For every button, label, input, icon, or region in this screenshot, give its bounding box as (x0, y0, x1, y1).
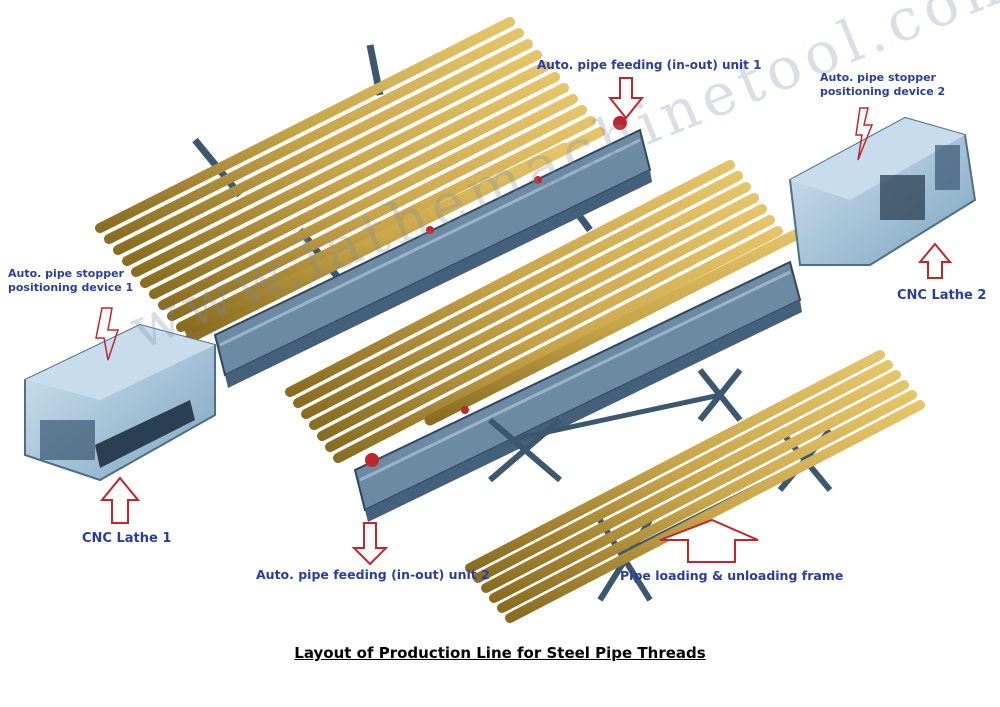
steel-pipe (149, 83, 569, 299)
label-feeding-unit-1: Auto. pipe feeding (in-out) unit 1 (537, 58, 762, 72)
steel-pipe (176, 116, 596, 332)
label-stopper-2-line1: Auto. pipe stopper (820, 71, 936, 84)
cnc-lathe-2 (788, 116, 977, 266)
steel-pipe (301, 182, 751, 419)
steel-pipe (140, 72, 560, 288)
middle-pipe-rack (285, 160, 783, 463)
label-stopper-1-line2: positioning device 1 (8, 280, 134, 294)
steel-pipe (131, 61, 551, 277)
steel-pipe (167, 105, 587, 321)
feeding-line-1 (213, 128, 652, 388)
steel-pipe (122, 50, 542, 266)
cnc-lathe-1 (24, 323, 216, 482)
steel-pipe (285, 160, 735, 397)
stopper-fittings (365, 116, 627, 467)
steel-pipe (317, 204, 767, 441)
label-stopper-2-line2: positioning device 2 (820, 84, 946, 98)
steel-pipe (293, 171, 743, 408)
feed-pipe-2 (424, 219, 821, 426)
steel-pipe (113, 39, 533, 255)
label-cnc-lathe-1: CNC Lathe 1 (82, 531, 172, 546)
steel-pipe (505, 400, 925, 623)
steel-pipe (104, 28, 524, 244)
steel-pipe (489, 380, 909, 603)
steel-pipe (158, 94, 578, 310)
label-loading-frame: Pipe loading & unloading frame (620, 568, 844, 583)
steel-pipe (473, 360, 893, 583)
stopper-2-marker-icon (855, 107, 874, 161)
arrow-loading-frame-icon (659, 518, 759, 563)
steel-pipe (95, 17, 515, 233)
lower-pipe-rack (465, 350, 925, 623)
arrow-cnc-lathe-1-icon (99, 476, 141, 524)
diagram-title: Layout of Production Line for Steel Pipe… (294, 644, 706, 662)
steel-pipe (325, 215, 775, 452)
label-stopper-2: Auto. pipe stopper positioning device 2 (820, 71, 945, 99)
arrow-cnc-lathe-2-icon (917, 242, 953, 279)
feed-pipe-1 (184, 142, 571, 336)
label-stopper-1-line1: Auto. pipe stopper (8, 267, 124, 280)
label-stopper-1: Auto. pipe stopper positioning device 1 (8, 267, 133, 295)
upper-pipe-rack (95, 17, 605, 343)
arrow-feeding-unit-2-icon (351, 522, 389, 566)
label-feeding-unit-2: Auto. pipe feeding (in-out) unit 2 (256, 567, 490, 582)
steel-pipe (333, 226, 783, 463)
steel-pipe (481, 370, 901, 593)
label-cnc-lathe-2: CNC Lathe 2 (897, 288, 987, 303)
stopper-1-marker-icon (95, 307, 120, 361)
steel-pipe (309, 193, 759, 430)
steel-pipe (465, 350, 885, 573)
steel-pipe (497, 390, 917, 613)
feeding-line-2 (353, 260, 802, 522)
arrow-feeding-unit-1-icon (607, 77, 645, 120)
